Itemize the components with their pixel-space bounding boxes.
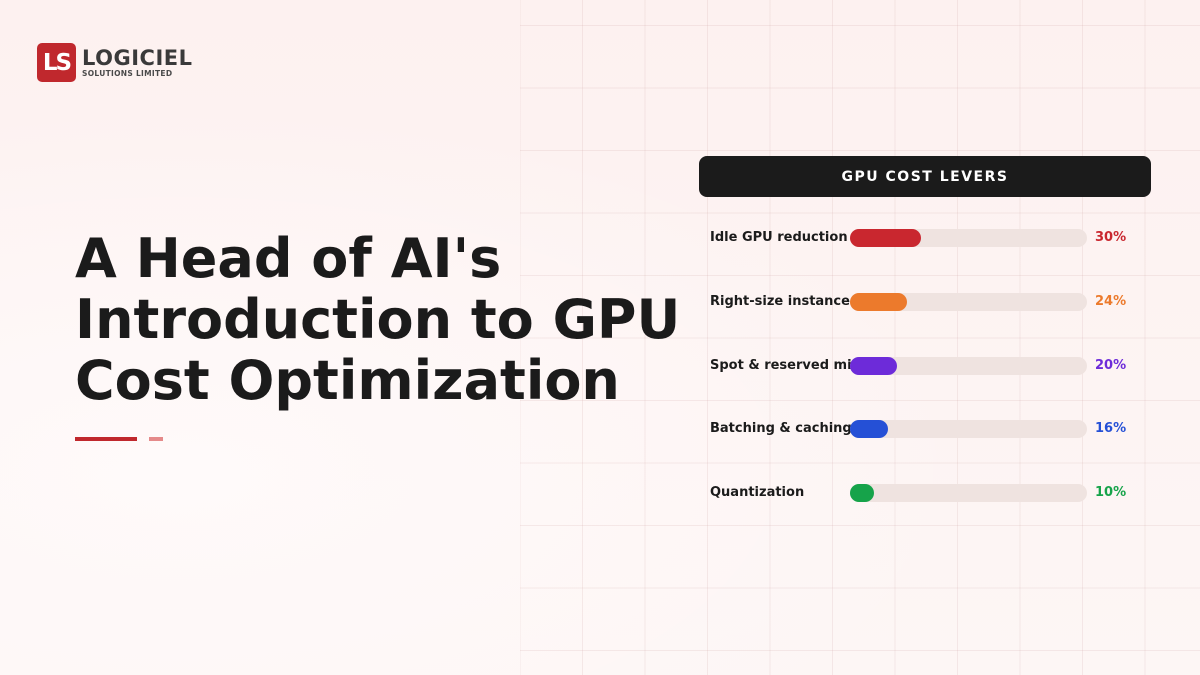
background-grid <box>520 0 1200 675</box>
bar-track <box>850 484 1087 502</box>
bar-value-label: 20% <box>1095 357 1127 373</box>
bar-value-label: 24% <box>1095 293 1127 309</box>
bar-track <box>850 292 1087 311</box>
bar-value-label: 30% <box>1095 230 1127 245</box>
bar-label: Quantization <box>710 485 805 500</box>
accent-line-secondary <box>149 437 163 441</box>
logo-subtitle: SOLUTIONS LIMITED <box>82 69 173 78</box>
bar-track <box>850 229 1087 247</box>
bar-label: Right-size instances <box>710 293 858 309</box>
bar-track <box>850 420 1087 439</box>
logo-wordmark: LOGICIEL SOLUTIONS LIMITED <box>82 47 193 78</box>
bar <box>850 229 922 247</box>
bar <box>850 420 888 439</box>
bar-row: Batching & caching 16% <box>699 415 1169 443</box>
logo-mark-icon: LS <box>37 43 76 82</box>
bar-label: Spot & reserved mix <box>710 357 860 373</box>
bar-row: Quantization 10% <box>699 479 1169 507</box>
bar-row: Right-size instances 24% <box>699 288 1169 316</box>
bar-value-label: 10% <box>1095 485 1127 500</box>
chart-title: GPU COST LEVERS <box>699 156 1151 197</box>
page-title: A Head of AI's Introduction to GPU Cost … <box>75 227 681 412</box>
bar <box>850 356 898 375</box>
logo-name: LOGICIEL <box>82 46 193 70</box>
bar-track <box>850 356 1087 375</box>
bar <box>850 292 907 311</box>
bar <box>850 484 874 502</box>
company-logo: LS LOGICIEL SOLUTIONS LIMITED <box>37 43 193 82</box>
bar-label: Idle GPU reduction <box>710 230 848 245</box>
bar-row: Idle GPU reduction 30% <box>699 224 1169 252</box>
bar-chart: Idle GPU reduction 30% Right-size instance… <box>699 205 1169 525</box>
bar-value-label: 16% <box>1095 421 1127 437</box>
bar-row: Spot & reserved mix 20% <box>699 352 1169 380</box>
accent-line-primary <box>75 437 137 441</box>
bar-label: Batching & caching <box>710 421 852 437</box>
